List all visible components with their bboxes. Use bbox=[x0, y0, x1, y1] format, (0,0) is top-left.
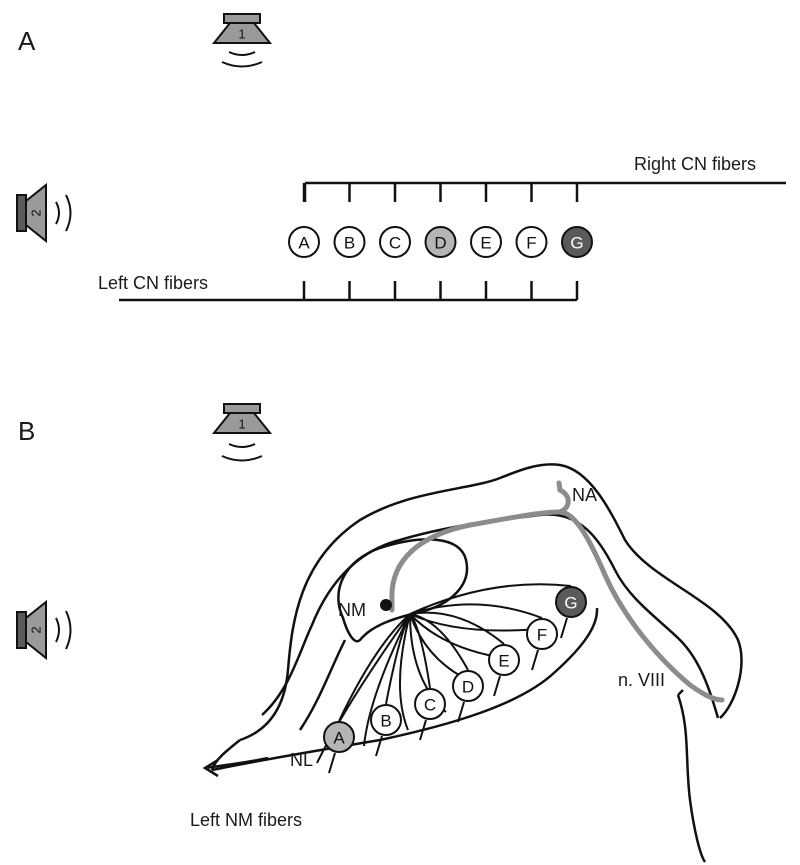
panel-b-node-label: B bbox=[380, 712, 391, 731]
panel-b-node-circle bbox=[452, 670, 484, 702]
panel-a-node-label: F bbox=[526, 234, 536, 253]
panel-b-node-f: F bbox=[526, 618, 558, 650]
panel-a-node-label: G bbox=[570, 234, 583, 253]
panel-a-node-circle bbox=[379, 226, 411, 258]
panel-a-node-label: E bbox=[480, 234, 491, 253]
panel-b-node-d: D bbox=[452, 670, 484, 702]
panel-a-node-label: B bbox=[344, 234, 355, 253]
speaker-2-icon-a: 2 bbox=[16, 182, 72, 244]
panel-a-node-circle bbox=[424, 226, 457, 258]
panel-a-node-b: B bbox=[333, 226, 366, 258]
panel-letter-a: A bbox=[18, 26, 36, 56]
panel-a-node-circle bbox=[470, 226, 502, 258]
na-label: NA bbox=[572, 485, 597, 505]
panel-a-nodes: A B C D E F G bbox=[288, 226, 593, 258]
panel-a-node-a: A bbox=[288, 226, 320, 258]
panel-b-node-label: C bbox=[424, 696, 436, 715]
speaker-1-icon-b: 1 bbox=[211, 403, 273, 462]
left-cn-fibers-label: Left CN fibers bbox=[98, 273, 208, 293]
panel-b-node-label: A bbox=[333, 729, 345, 748]
panel-b-node-label: G bbox=[564, 594, 577, 613]
speaker-2-number-b: 2 bbox=[29, 626, 44, 633]
panel-b-node-circle bbox=[370, 704, 402, 736]
panel-b-node-a: A bbox=[323, 721, 355, 753]
panel-b-node-label: F bbox=[537, 626, 547, 645]
panel-a-node-c: C bbox=[379, 226, 411, 258]
panel-b-node-circle bbox=[323, 721, 355, 753]
nm-neuron-dot bbox=[380, 599, 392, 611]
panel-a-node-f: F bbox=[515, 226, 548, 258]
panel-b-node-circle bbox=[555, 586, 587, 618]
panel-a-node-circle bbox=[561, 226, 593, 258]
panel-a-node-label: D bbox=[434, 234, 446, 253]
panel-b-node-circle bbox=[488, 644, 520, 676]
panel-a-node-circle bbox=[333, 226, 366, 258]
nm-label: NM bbox=[338, 600, 366, 620]
n-viii-label: n. VIII bbox=[618, 670, 665, 690]
panel-a-node-circle bbox=[515, 226, 548, 258]
right-cn-fibers-label: Right CN fibers bbox=[634, 154, 756, 174]
panel-a-node-label: A bbox=[298, 234, 310, 253]
nm-to-nl-fibers bbox=[316, 583, 572, 774]
panel-letter-b: B bbox=[18, 416, 35, 446]
panel-b-node-label: D bbox=[462, 678, 474, 697]
panel-b-node-c: C bbox=[414, 688, 446, 720]
panel-b-nodes: A B C D E FG bbox=[323, 586, 587, 753]
auditory-nerve-path bbox=[389, 480, 725, 703]
nl-label: NL bbox=[290, 750, 313, 770]
speaker-2-number: 2 bbox=[29, 209, 44, 216]
panel-a-fibers bbox=[119, 181, 786, 302]
panel-b-node-e: E bbox=[488, 644, 520, 676]
left-nm-fibers-label: Left NM fibers bbox=[190, 810, 302, 830]
panel-b-node-circle bbox=[526, 618, 558, 650]
panel-a-node-label: C bbox=[389, 234, 401, 253]
speaker-2-icon-b: 2 bbox=[16, 599, 72, 661]
panel-a-node-d: D bbox=[424, 226, 457, 258]
panel-b-node-circle bbox=[414, 688, 446, 720]
speaker-1-number-b: 1 bbox=[238, 417, 245, 432]
speaker-1-number: 1 bbox=[238, 27, 245, 42]
panel-a-node-circle bbox=[288, 226, 320, 258]
panel-b-node-g: G bbox=[555, 586, 587, 618]
panel-a-node-e: E bbox=[470, 226, 502, 258]
speaker-1-icon-a: 1 bbox=[211, 13, 273, 68]
panel-a-node-g: G bbox=[561, 226, 593, 258]
panel-b-node-label: E bbox=[498, 652, 509, 671]
nm-fiber-branches bbox=[316, 583, 572, 774]
panel-b-node-b: B bbox=[370, 704, 402, 736]
